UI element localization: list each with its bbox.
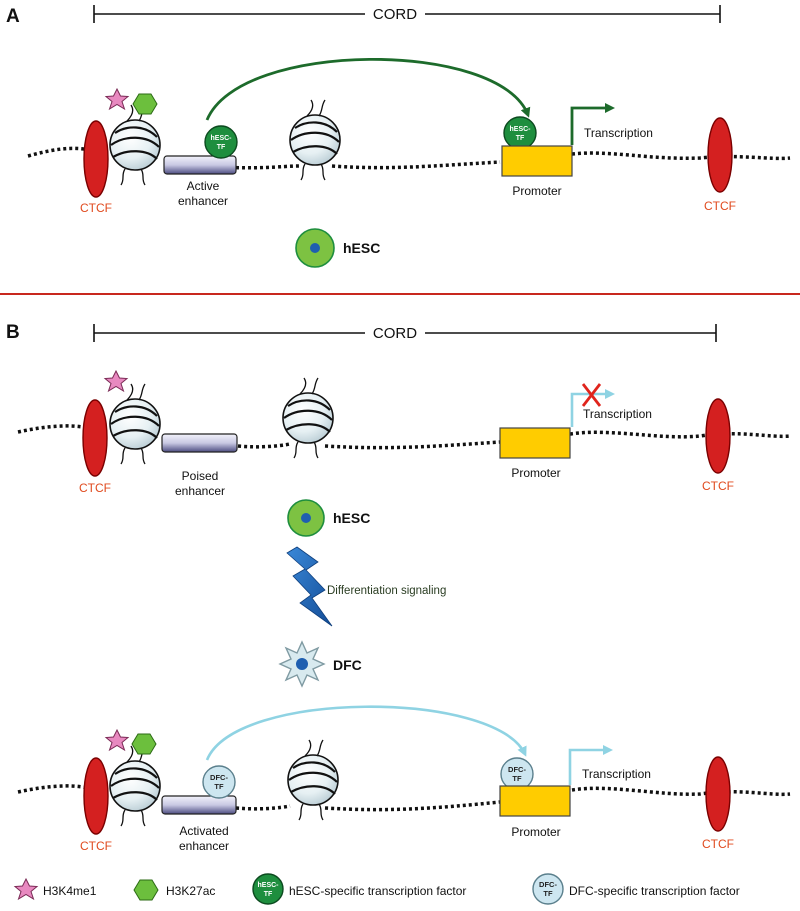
activated-enhancer-label-line1: Activated [179,824,228,838]
ctcf-right-label: CTCF [702,837,734,851]
promoter-label: Promoter [511,825,560,839]
hesc-tf-legend-label: hESC-specific transcription factor [289,884,466,898]
svg-text:TF: TF [217,144,226,151]
dfc-tf-legend-icon: DFC- TF [532,873,564,905]
blocked-transcription-arrow [570,389,615,427]
h3k4me1-star [104,728,130,752]
activated-enhancer-label-line2: enhancer [179,839,229,853]
promoter-box [499,785,571,817]
ctcf-right [705,756,731,832]
svg-text:DFC-: DFC- [210,773,228,782]
block-x-icon [581,383,602,407]
transcription-arrow [570,103,615,145]
hesc-cell-icon [295,228,335,268]
hesc-tf-legend-icon: hESC- TF [252,873,284,905]
poised-enhancer-label-line2: enhancer [175,484,225,498]
cord-label: CORD [373,6,417,23]
h3k4me1-star [103,369,129,393]
cord-label: CORD [373,325,417,342]
promoter-box [501,145,573,177]
cord-bracket [93,324,717,342]
svg-text:DFC-: DFC- [508,765,526,774]
active-enhancer-bar [163,155,237,175]
ctcf-right-label: CTCF [702,479,734,493]
svg-text:DFC-: DFC- [539,880,557,889]
dfc-cell-label: DFC [333,657,362,673]
dfc-tf-legend-label: DFC-specific transcription factor [569,884,740,898]
dfc-tf-promoter: DFC- TF [500,757,534,791]
h3k4me1-star [104,87,130,111]
h3k27ac-legend-label: H3K27ac [166,884,215,898]
panel-b-letter: B [6,322,20,343]
poised-enhancer-label-line1: Poised [182,469,219,483]
dna-strand [17,784,791,812]
ctcf-left-label: CTCF [80,839,112,853]
transcription-label: Transcription [583,407,652,421]
dfc-cell-icon [278,640,326,688]
poised-enhancer-bar [161,433,238,453]
h3k27ac-hexagon [132,93,158,115]
ctcf-left [83,757,109,835]
svg-text:hESC-: hESC- [510,126,532,133]
dna-strand [27,146,791,170]
transcription-label: Transcription [584,126,653,140]
hesc-tf-enhancer: hESC- TF [204,125,238,159]
transcription-arrow [568,745,613,785]
hesc-tf-promoter: hESC- TF [503,116,537,150]
h3k4me1-legend-label: H3K4me1 [43,884,97,898]
promoter-box [499,427,571,459]
ctcf-left-label: CTCF [80,201,112,215]
h3k27ac-hexagon [131,733,157,755]
panel-a-letter: A [6,6,20,27]
nucleosome [108,103,162,187]
promoter-label: Promoter [511,466,560,480]
svg-text:hESC-: hESC- [258,882,280,889]
nucleosome [108,744,162,828]
panel-a: A CORD CTCF Active enhancer hESC- TF hES… [6,5,791,268]
ctcf-left [83,120,109,198]
nucleosome [288,98,342,182]
dna-strand [17,424,791,450]
h3k4me1-legend-star-icon [13,877,39,901]
hesc-cell-label: hESC [333,510,370,526]
svg-text:hESC-: hESC- [211,135,233,142]
ctcf-left-label: CTCF [79,481,111,495]
hesc-cell-icon [287,499,325,537]
svg-text:TF: TF [214,782,224,791]
hesc-cell-label: hESC [343,240,380,256]
promoter-label: Promoter [512,184,561,198]
svg-text:TF: TF [264,891,273,898]
dfc-tf-enhancer: DFC- TF [202,765,236,799]
legend: H3K4me1 H3K27ac hESC- TF hESC-specific t… [13,873,740,905]
enhancer-promoter-arrow [205,705,527,761]
ctcf-right [705,398,731,474]
nucleosome [108,382,162,466]
svg-text:TF: TF [543,889,553,898]
ctcf-right-label: CTCF [704,199,736,213]
ctcf-right [707,117,733,193]
enhancer-promoter-arrow [205,58,531,121]
svg-text:TF: TF [516,135,525,142]
nucleosome [286,738,340,822]
ctcf-left [82,399,108,477]
differentiation-signal-label: Differentiation signaling [327,585,446,597]
activated-enhancer-bar [161,795,237,815]
enhancer-label-line2: enhancer [178,194,228,208]
cord-bracket [93,5,721,23]
differentiation-signal-bolt-icon [286,546,333,627]
transcription-label: Transcription [582,767,651,781]
svg-text:TF: TF [512,774,522,783]
enhancer-label-line1: Active [187,179,220,193]
panel-b: B CORD CTCF Poised enhancer Promoter Tra… [6,322,791,853]
h3k27ac-legend-hexagon-icon [133,879,159,901]
